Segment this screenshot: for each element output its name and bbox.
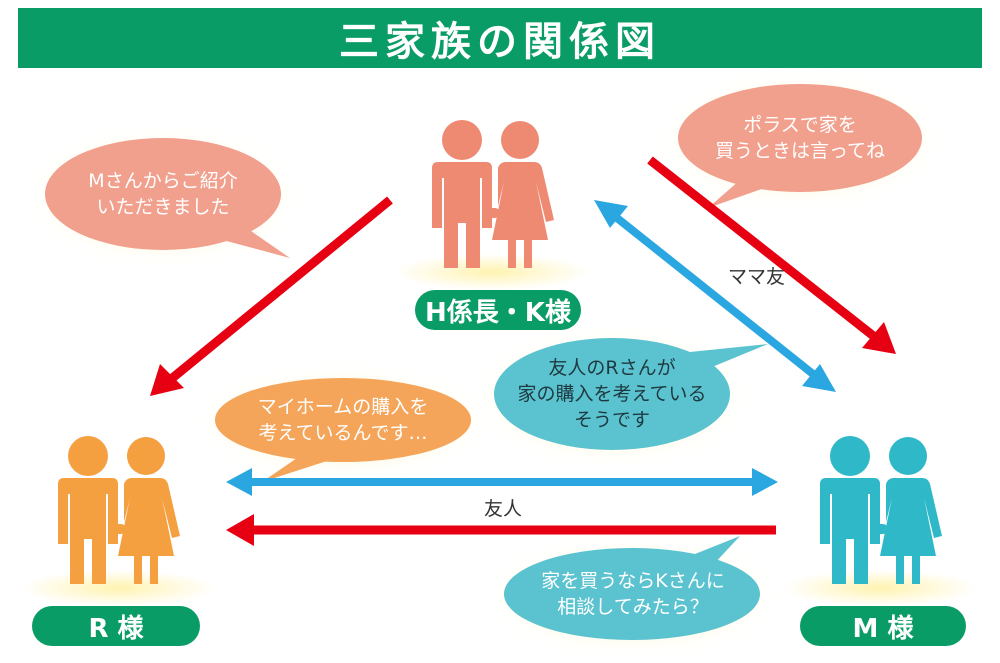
family-m-figure — [782, 436, 978, 606]
bubble-m-to-h-text: 友人のRさんが家の購入を考えているそうです — [517, 357, 707, 431]
bubble-r-to-m-text: マイホームの購入を考えているんです… — [257, 396, 429, 444]
bubble-m-to-r — [494, 536, 770, 650]
bubble-h-to-r — [35, 132, 291, 260]
bubble-h-to-m-text: ポラスで家を買うときは言ってね — [714, 114, 886, 162]
arrow-m-to-r — [226, 514, 776, 546]
family-r-figure — [20, 436, 216, 606]
page-title: 三家族の関係図 — [339, 19, 661, 65]
arrow-h-m-friendship — [594, 200, 836, 392]
bubble-m-to-h — [484, 332, 768, 460]
family-h-label: H係長・K様 — [415, 290, 581, 330]
family-h-figure — [394, 120, 590, 290]
title-bar: 三家族の関係図 — [18, 8, 982, 68]
arrow-r-m-friendship — [226, 468, 778, 496]
relation-hm-label: ママ友 — [728, 266, 786, 288]
relation-rm-label: 友人 — [484, 498, 523, 520]
arrow-h-to-m — [647, 156, 896, 354]
bubble-h-to-r-text: Mさんからご紹介いただきました — [88, 170, 238, 218]
bubble-m-to-r-text: 家を買うならKさんに相談してみたら？ — [541, 570, 725, 618]
arrow-h-to-r — [150, 196, 393, 396]
family-m-label: M 様 — [800, 606, 966, 646]
family-r-label: R 様 — [32, 606, 200, 646]
bubble-h-to-m — [668, 78, 932, 208]
bubble-r-to-m — [205, 372, 481, 482]
